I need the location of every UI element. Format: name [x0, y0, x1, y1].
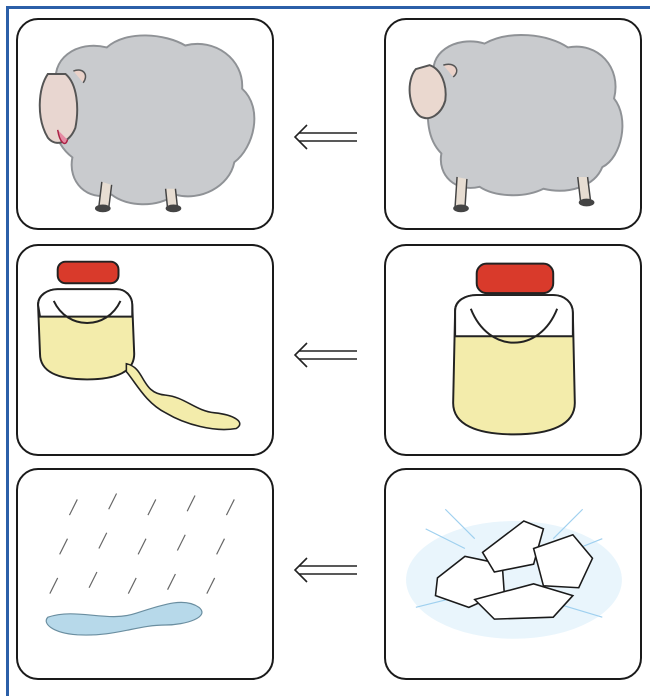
spilled-jar-icon: [18, 246, 272, 454]
full-jar-icon: [386, 246, 640, 454]
sheared-sheep-icon: [18, 20, 272, 228]
woolly-sheep-icon: [386, 20, 640, 228]
card-sheep-after: [16, 18, 274, 230]
card-sheep-before: [384, 18, 642, 230]
card-jar-before: [384, 244, 642, 456]
card-jar-after: [16, 244, 274, 456]
double-left-arrow-icon: [285, 340, 365, 370]
card-rain-after: [16, 468, 274, 680]
double-left-arrow-icon: [285, 555, 365, 585]
ice-blocks-icon: [386, 470, 640, 678]
card-ice-before: [384, 468, 642, 680]
double-left-arrow-icon: [285, 122, 365, 152]
rain-puddle-icon: [18, 470, 272, 678]
